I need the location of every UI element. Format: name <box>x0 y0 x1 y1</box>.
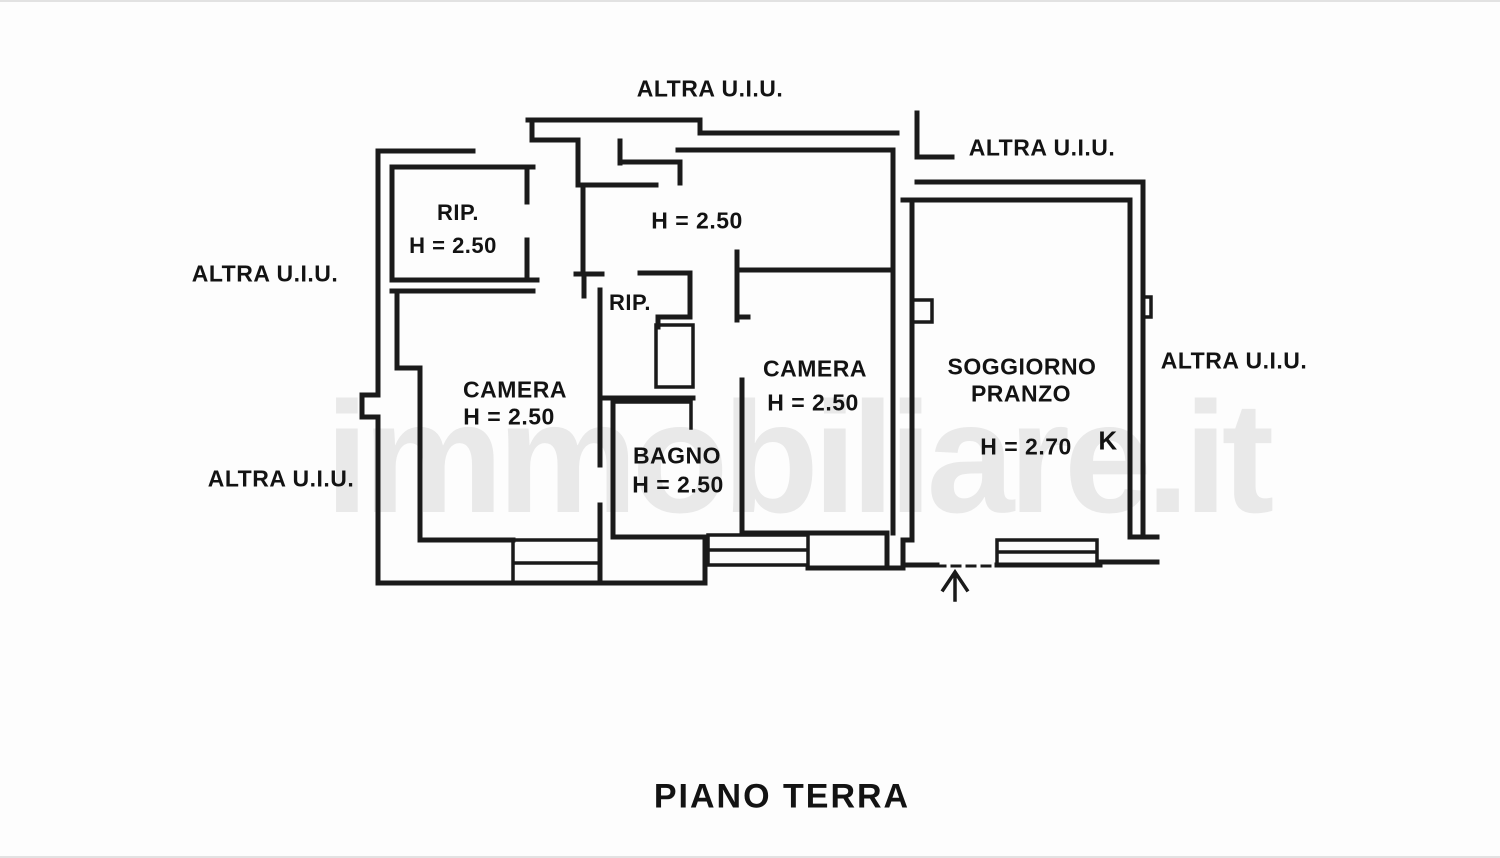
neighbor-label-left-upper: ALTRA U.I.U. <box>191 260 339 287</box>
room-label-living-line1: SOGGIORNO <box>947 353 1097 380</box>
neighbor-label-right: ALTRA U.I.U. <box>1160 347 1308 374</box>
room-label-storage-small: RIP. <box>609 290 651 315</box>
room-height-bedroom-right: H = 2.50 <box>767 389 859 416</box>
room-height-hall: H = 2.50 <box>651 207 743 234</box>
scan-edge-top <box>0 0 1500 2</box>
room-height-storage-top: H = 2.50 <box>409 233 497 258</box>
neighbor-label-left-lower: ALTRA U.I.U. <box>207 465 355 492</box>
entrance-arrow <box>940 568 970 602</box>
neighbor-label-top-right: ALTRA U.I.U. <box>968 134 1116 161</box>
walls-main <box>359 110 1160 602</box>
room-label-bedroom-left: CAMERA <box>463 376 567 403</box>
scan-edge-bottom <box>0 856 1500 858</box>
room-height-bathroom: H = 2.50 <box>632 471 724 498</box>
room-height-living: H = 2.70 <box>980 433 1072 460</box>
room-label-living-line2: PRANZO <box>970 380 1072 407</box>
room-label-storage-top: RIP. <box>437 200 479 225</box>
floor-title: PIANO TERRA <box>653 777 911 816</box>
kitchen-marker: K <box>1098 425 1118 456</box>
room-label-bedroom-right: CAMERA <box>763 355 867 382</box>
windows-and-features <box>511 295 1153 585</box>
room-height-bedroom-left: H = 2.50 <box>463 403 555 430</box>
room-label-bathroom: BAGNO <box>632 442 722 469</box>
watermark: immobiliare.it <box>325 370 1274 546</box>
neighbor-label-top: ALTRA U.I.U. <box>636 75 784 102</box>
